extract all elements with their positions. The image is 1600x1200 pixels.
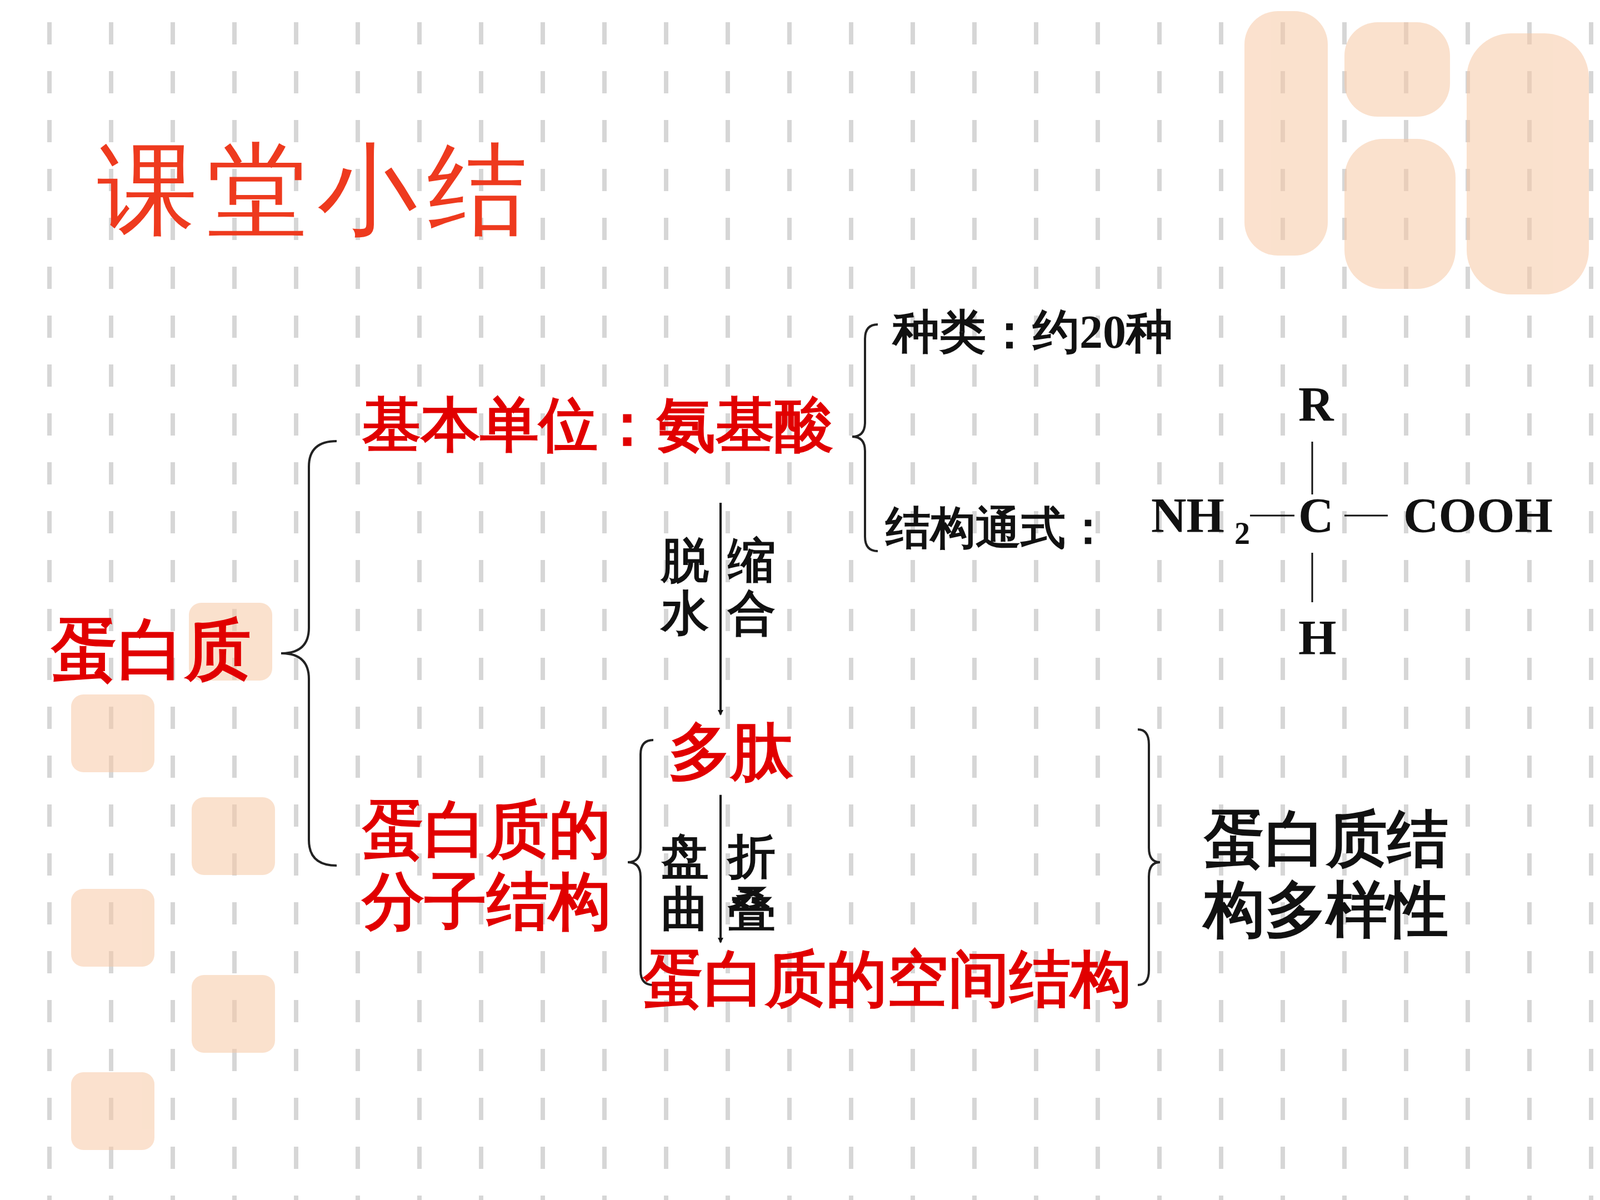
concept-text: 蛋白质: [51, 612, 252, 689]
concept-node: 蛋白质: [51, 612, 252, 689]
flow-arrow: [719, 795, 722, 943]
vertical-label: 盘曲: [661, 830, 709, 936]
slide-title: 课堂小结: [97, 136, 538, 247]
concept-text: 基本单位：氨基酸: [362, 391, 834, 460]
concept-node: 蛋白质的 分子结构: [362, 794, 624, 938]
concept-node: 种类：约20种: [892, 305, 1173, 360]
concept-node: 蛋白质结 构多样性: [1203, 804, 1461, 945]
flow-arrow: [719, 502, 722, 715]
formula-symbol: H: [1298, 611, 1337, 665]
formula-symbol: 2: [1234, 516, 1250, 552]
vertical-label: 脱水: [661, 534, 709, 640]
formula-symbol: R: [1298, 377, 1334, 432]
concept-text: 蛋白质的空间结构: [642, 944, 1132, 1015]
concept-text: 种类：约20种: [892, 305, 1173, 360]
vertical-label: 缩合: [727, 534, 776, 640]
formula-symbol: COOH: [1403, 488, 1553, 543]
formula-symbol: C: [1298, 488, 1334, 543]
concept-text: 蛋白质的 分子结构: [362, 794, 624, 938]
concept-node: 结构通式：: [885, 502, 1111, 555]
concept-node: 蛋白质的空间结构: [642, 944, 1132, 1015]
vertical-label: 折叠: [727, 830, 776, 936]
formula-symbol: NH: [1151, 488, 1225, 543]
concept-node: 基本单位：氨基酸: [362, 391, 834, 460]
concept-text: 结构通式：: [885, 502, 1111, 555]
concept-text: 蛋白质结 构多样性: [1203, 804, 1461, 945]
concept-text: 多肽: [668, 716, 793, 789]
concept-node: 多肽: [668, 716, 793, 789]
